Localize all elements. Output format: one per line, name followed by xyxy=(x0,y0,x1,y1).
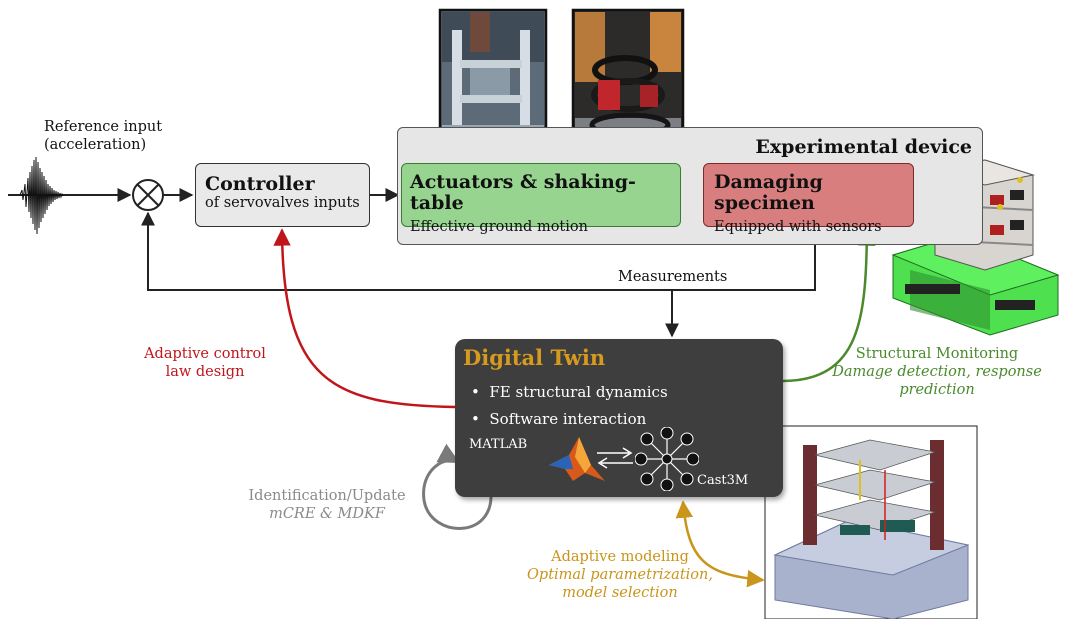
reference-input-line1: Reference input xyxy=(44,119,163,135)
measurement-feedback-arrow xyxy=(141,211,816,291)
identification-line1: Identification/Update xyxy=(248,488,406,504)
adaptive-modeling-line1: Adaptive modeling xyxy=(551,549,689,565)
actuators-subtitle: Effective ground motion xyxy=(410,218,588,235)
adaptive-control-line1: Adaptive control xyxy=(144,346,266,362)
adaptive-modeling-line2: Optimal parametrization, xyxy=(527,567,713,584)
identification-line2: mCRE & MDKF xyxy=(269,506,385,523)
adaptive-control-label: Adaptive control law design xyxy=(140,345,270,381)
structural-monitoring-label: Structural Monitoring Damage detection, … xyxy=(812,345,1062,399)
controller-title: Controller xyxy=(205,173,315,195)
experimental-device-title: Experimental device xyxy=(755,136,972,158)
matlab-logo-icon xyxy=(549,437,605,481)
controller-box[interactable]: Controller of servovalves inputs xyxy=(195,163,370,227)
lab-photo-structure xyxy=(438,8,548,152)
measurements-label: Measurements xyxy=(618,269,728,285)
digital-twin-title: Digital Twin xyxy=(463,345,606,370)
digital-twin-box[interactable]: Digital Twin • FE structural dynamics • … xyxy=(455,339,783,497)
cast3m-logo-icon xyxy=(635,427,699,491)
structural-monitoring-arrow xyxy=(782,228,876,383)
summing-junction-icon xyxy=(132,179,164,211)
cast3m-label: Cast3M xyxy=(697,473,749,488)
reference-input-line2: (acceleration) xyxy=(44,137,147,154)
matlab-label: MATLAB xyxy=(469,437,528,452)
acceleration-signal-icon xyxy=(8,156,128,235)
adaptive-modeling-label: Adaptive modeling Optimal parametrizatio… xyxy=(520,548,720,602)
identification-loop-arrow xyxy=(422,443,493,530)
adaptive-modeling-arrow xyxy=(675,500,765,588)
specimen-subtitle: Equipped with sensors xyxy=(714,218,882,235)
structural-monitoring-line1: Structural Monitoring xyxy=(855,346,1019,362)
twin-bullet-software-text: Software interaction xyxy=(489,410,647,428)
structural-monitoring-line3: prediction xyxy=(899,382,975,399)
specimen-box[interactable]: Damaging specimen Equipped with sensors xyxy=(703,163,914,235)
adaptive-control-line2: law design xyxy=(165,364,245,381)
adaptive-modeling-line3: model selection xyxy=(562,585,678,602)
actuators-box[interactable]: Actuators & shaking-table Effective grou… xyxy=(401,163,681,235)
structural-monitoring-line2: Damage detection, response xyxy=(832,364,1042,381)
controller-subtitle: of servovalves inputs xyxy=(205,194,360,211)
adaptive-control-arrow xyxy=(273,228,456,409)
identification-label: Identification/Update mCRE & MDKF xyxy=(232,487,422,523)
fe-model-icon xyxy=(764,425,978,619)
exchange-arrows-icon xyxy=(597,447,633,469)
specimen-title: Damaging specimen xyxy=(714,171,823,214)
twin-bullet-fe: • FE structural dynamics xyxy=(471,383,668,401)
twin-bullet-fe-text: FE structural dynamics xyxy=(489,383,668,401)
reference-input-label: Reference input (acceleration) xyxy=(44,118,162,154)
actuators-title: Actuators & shaking-table xyxy=(410,171,636,214)
twin-bullet-software: • Software interaction xyxy=(471,410,647,428)
